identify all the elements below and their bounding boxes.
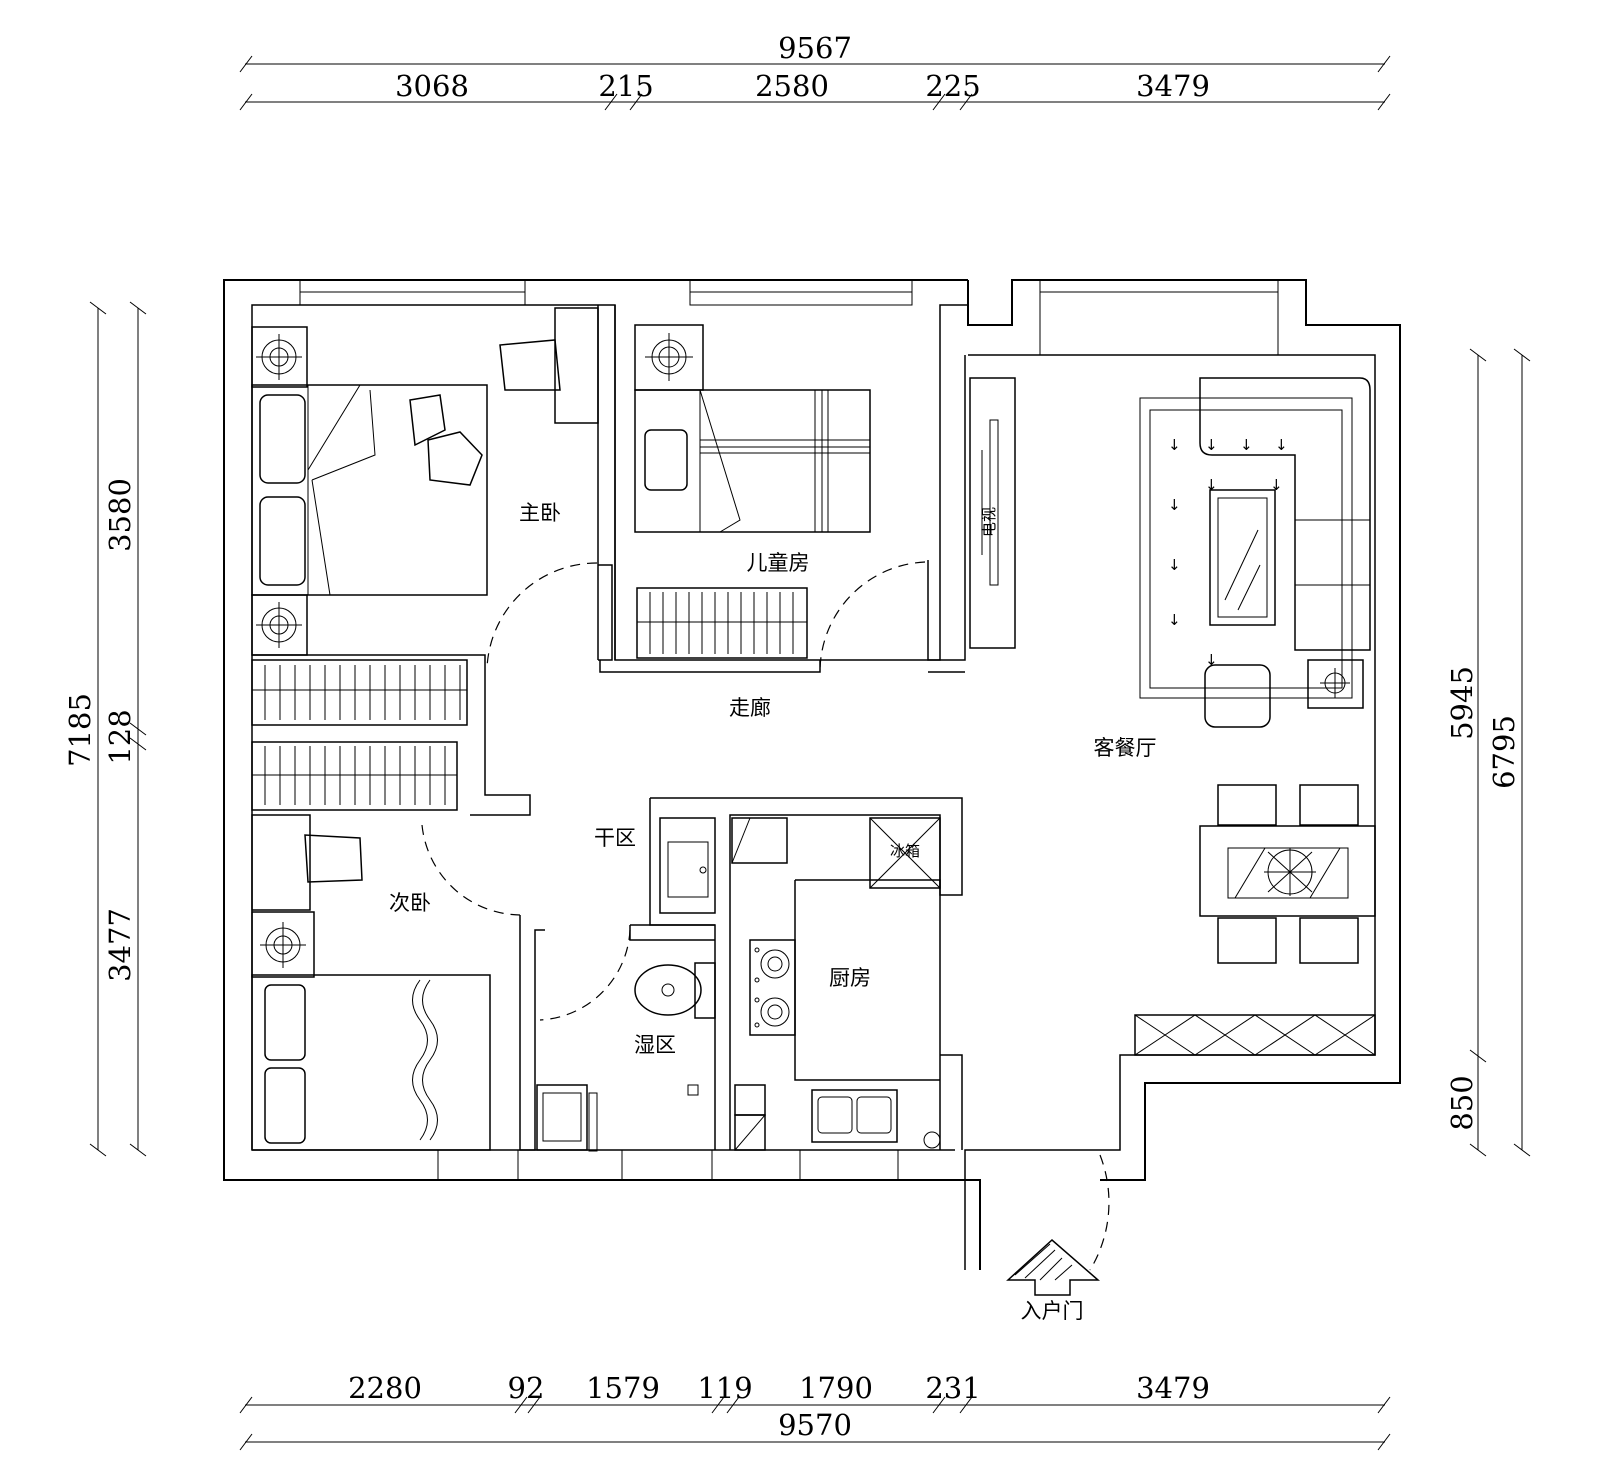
kitchen-fixtures: 冰箱 <box>731 817 941 1151</box>
dim-right-1: 5945 <box>1445 666 1479 740</box>
svg-text:↓: ↓ <box>1168 556 1181 574</box>
label-entrance: 入户门 <box>1021 1299 1084 1323</box>
svg-text:↓: ↓ <box>1168 436 1181 454</box>
dim-top-4: 225 <box>925 69 980 103</box>
wardrobe-hangers-2 <box>264 746 446 805</box>
svg-text:↓: ↓ <box>1270 476 1283 494</box>
label-kids-room: 儿童房 <box>747 551 810 575</box>
right-dimensions: 5945 850 6795 <box>1445 348 1531 1157</box>
second-bedroom-furniture <box>251 814 491 1151</box>
dim-left-3: 3477 <box>103 908 137 982</box>
master-bedroom-furniture <box>251 307 599 811</box>
svg-text:↓: ↓ <box>1168 611 1181 629</box>
tv-label: 电视 <box>980 507 998 537</box>
svg-text:↓: ↓ <box>1240 436 1253 454</box>
dim-bottom-4: 119 <box>697 1371 752 1405</box>
fridge-label: 冰箱 <box>890 842 920 860</box>
kids-wardrobe-hangers <box>649 592 794 654</box>
left-dimensions: 7185 3580 128 3477 <box>63 301 147 1157</box>
bottom-dimensions: 2280 92 1579 119 1790 231 3479 9570 <box>239 1371 1391 1451</box>
interior-walls <box>252 305 966 1151</box>
dim-top-3: 2580 <box>755 69 829 103</box>
label-master-bedroom: 主卧 <box>519 501 561 525</box>
svg-text:↓: ↓ <box>1205 436 1218 454</box>
bathroom-fixtures <box>536 817 716 1152</box>
dim-right-total: 6795 <box>1487 715 1521 789</box>
wardrobe-hangers-1 <box>264 665 461 720</box>
entrance-arrow <box>1006 1238 1101 1296</box>
rug-pattern: ↓↓↓↓ ↓↓↓ ↓↓↓ <box>1168 436 1288 669</box>
door-swings <box>421 561 1110 1271</box>
dim-bottom-total: 9570 <box>778 1408 852 1442</box>
dim-top-5: 3479 <box>1136 69 1210 103</box>
label-dry-area: 干区 <box>594 826 636 850</box>
dim-top-1: 3068 <box>395 69 469 103</box>
dim-bottom-7: 3479 <box>1136 1371 1210 1405</box>
dim-bottom-6: 231 <box>925 1371 980 1405</box>
label-second-bedroom: 次卧 <box>389 891 431 915</box>
room-labels: 主卧 儿童房 走廊 客餐厅 干区 次卧 厨房 湿区 入户门 <box>389 501 1157 1323</box>
dim-top-total: 9567 <box>778 31 852 65</box>
dim-bottom-1: 2280 <box>348 1371 422 1405</box>
dim-top-2: 215 <box>598 69 653 103</box>
dim-left-2: 128 <box>103 709 137 764</box>
kids-room-furniture <box>634 324 871 659</box>
label-living-dining: 客餐厅 <box>1094 736 1157 760</box>
dim-bottom-5: 1790 <box>799 1371 873 1405</box>
dim-left-total: 7185 <box>63 693 97 767</box>
living-furniture: 电视 ↓↓↓↓ ↓↓↓ ↓↓↓ <box>969 377 1376 1056</box>
top-dimensions: 9567 3068 215 2580 225 3479 <box>239 31 1391 111</box>
dim-right-2: 850 <box>1445 1075 1479 1130</box>
label-wet-area: 湿区 <box>634 1033 676 1057</box>
label-corridor: 走廊 <box>729 696 771 720</box>
svg-text:↓: ↓ <box>1205 476 1218 494</box>
svg-text:↓: ↓ <box>1168 496 1181 514</box>
label-kitchen: 厨房 <box>829 966 871 990</box>
dim-bottom-3: 1579 <box>586 1371 660 1405</box>
dim-left-1: 3580 <box>103 478 137 552</box>
dim-bottom-2: 92 <box>508 1371 545 1405</box>
svg-text:↓: ↓ <box>1275 436 1288 454</box>
